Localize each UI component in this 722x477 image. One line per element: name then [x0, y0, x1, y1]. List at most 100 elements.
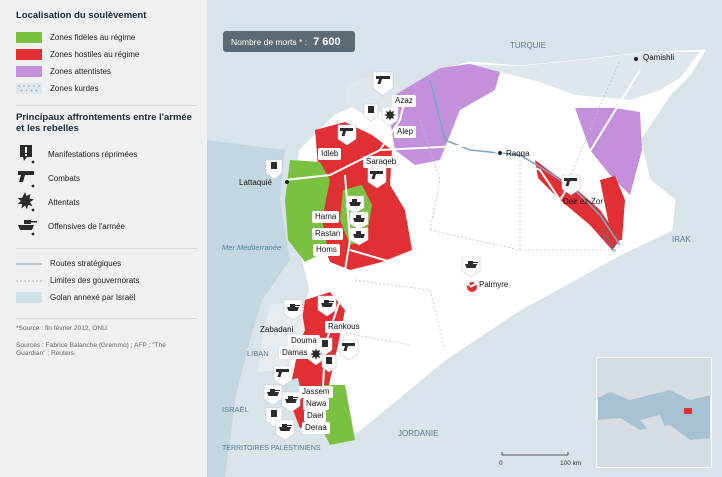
marker-qamishli-dot [634, 57, 638, 61]
city-label-dael: Dael [304, 410, 327, 422]
city-label-jassem: Jassem [299, 386, 333, 398]
protest-icon [368, 106, 374, 113]
city-label-deirezzor: Deir ez-Zor [563, 197, 604, 206]
explosion-icon [17, 192, 35, 212]
death-count-label: Nombre de morts * : [231, 36, 308, 47]
legend-title-uprising: Localisation du soulèvement [16, 10, 147, 21]
mediterranean-sea [207, 140, 290, 477]
legend-golan: Golan annexé par Israël [16, 289, 197, 306]
explosion-icon [310, 348, 322, 360]
legend-zone-label: Zones kurdes [50, 84, 99, 93]
tank-icon [321, 300, 334, 307]
legend-zone-label: Zones attentistes [50, 67, 111, 76]
protest-icon [271, 162, 277, 169]
protest-icon [271, 410, 277, 417]
city-label-alep: Alep [394, 126, 417, 138]
region-label-irak: IRAK [672, 235, 691, 244]
city-label-zabadani: Zabadani [260, 325, 294, 334]
gun-icon [342, 343, 355, 351]
legend-zone-waiting: Zones attentistes [16, 63, 197, 80]
source-note: *Source : fin février 2012, ONU. [16, 325, 109, 332]
swatch-loyal [16, 32, 42, 43]
legend-line-label: Limites des gouvernorats [50, 276, 140, 285]
death-count-value: 7 600 [313, 35, 341, 48]
gun-icon [370, 171, 383, 179]
protest-icon [326, 357, 332, 364]
legend-divider [16, 318, 197, 319]
marker-lattaquie-protest [265, 159, 283, 180]
city-label-rankous: Rankous [325, 321, 363, 333]
legend-title-clashes: Principaux affrontements entre l'armée e… [16, 112, 192, 134]
swatch-waiting [16, 66, 42, 77]
city-label-nawa: Nawa [303, 398, 330, 410]
city-label-rastan: Rastan [312, 228, 344, 240]
legend-line-label: Routes stratégiques [50, 259, 122, 268]
protest-icon [322, 340, 328, 347]
gun-icon [564, 178, 577, 186]
marker-lattaquie-dot [285, 180, 289, 184]
city-label-idleb: Idleb [318, 148, 342, 160]
tank-icon [287, 304, 300, 311]
hostile-zone-east-band [600, 176, 625, 240]
legend-clash-label: Attentats [48, 197, 80, 207]
gun-icon [18, 171, 35, 188]
region-label-territoires: TERRITOIRES PALESTINIENS [222, 445, 321, 452]
legend-zone-hostile: Zones hostiles au régime [16, 46, 197, 63]
scale-zero-label: 0 [499, 460, 503, 467]
legend-zone-loyal: Zones fidèles au régime [16, 29, 197, 46]
gun-icon [340, 128, 353, 136]
legend-clash-combat: Combats [16, 166, 197, 190]
waiting-zone-north [390, 64, 500, 165]
scale-distance-label: 100 km [560, 460, 581, 467]
legend-zone-label: Zones fidèles au régime [50, 33, 136, 42]
tank-icon [353, 231, 365, 238]
hostile-zone-euphrates [535, 160, 620, 250]
city-label-saraqeb: Saraqeb [363, 156, 400, 168]
city-label-hama: Hama [312, 211, 340, 223]
legend-divider [16, 248, 197, 249]
explosion-icon [384, 109, 396, 121]
death-count-box: Nombre de morts * : 7 600 [223, 31, 355, 52]
legend-line-boundaries: Limites des gouvernorats [16, 272, 197, 289]
legend-line-roads: Routes stratégiques [16, 255, 197, 272]
region-label-jordanie: JORDANIE [398, 429, 438, 438]
legend-clash-protest: Manifestations réprimées [16, 142, 197, 166]
legend-zone-kurdish: Zones kurdes [16, 80, 197, 97]
legend-panel: Localisation du soulèvement Zones fidèle… [0, 0, 207, 477]
marker-raqqa-dot [498, 151, 502, 155]
legend-zone-label: Zones hostiles au régime [50, 50, 140, 59]
region-label-liban: LIBAN [247, 349, 269, 358]
tank-icon [465, 261, 478, 268]
euphrates-river [429, 79, 621, 246]
region-label-israel: ISRAËL [222, 405, 249, 414]
legend-clash-attack: Attentats [16, 190, 197, 214]
legend-clash-label: Combats [48, 173, 81, 183]
tank-icon [267, 389, 280, 396]
region-label-turquie: TURQUIE [510, 41, 546, 50]
protest-icon [20, 145, 35, 164]
kurdish-zone-northeast [460, 52, 700, 100]
city-label-damas: Damas [279, 347, 311, 359]
swatch-golan [16, 292, 42, 303]
swatch-hostile [16, 49, 42, 60]
scale-bar [501, 452, 569, 456]
legend-clash-label: Manifestations réprimées [48, 149, 138, 159]
region-label-mer: Mer Méditerranée [222, 243, 281, 252]
city-label-raqqa: Raqqa [506, 149, 530, 158]
map-area: TURQUIE IRAK Mer Méditerranée LIBAN ISRA… [207, 0, 722, 477]
gun-icon [376, 76, 390, 84]
city-label-deraa: Deraa [302, 422, 330, 434]
city-label-douma: Douma [288, 335, 320, 347]
gun-icon [276, 369, 289, 377]
city-label-homs: Homs [313, 244, 340, 256]
source-credits: Sources : Fabrice Balanche (Gremmo) ; AF… [16, 341, 166, 358]
tank-icon [349, 199, 361, 206]
legend-clash-label: Offensives de l'armée [48, 221, 125, 231]
city-label-qamishli: Qamishli [643, 53, 675, 62]
tank-icon [353, 215, 365, 222]
city-label-lattaquie: Lattaquié [239, 178, 272, 187]
map-svg: TURQUIE IRAK Mer Méditerranée LIBAN ISRA… [207, 0, 722, 477]
legend-divider [16, 105, 197, 106]
waiting-zone-east [575, 108, 642, 195]
